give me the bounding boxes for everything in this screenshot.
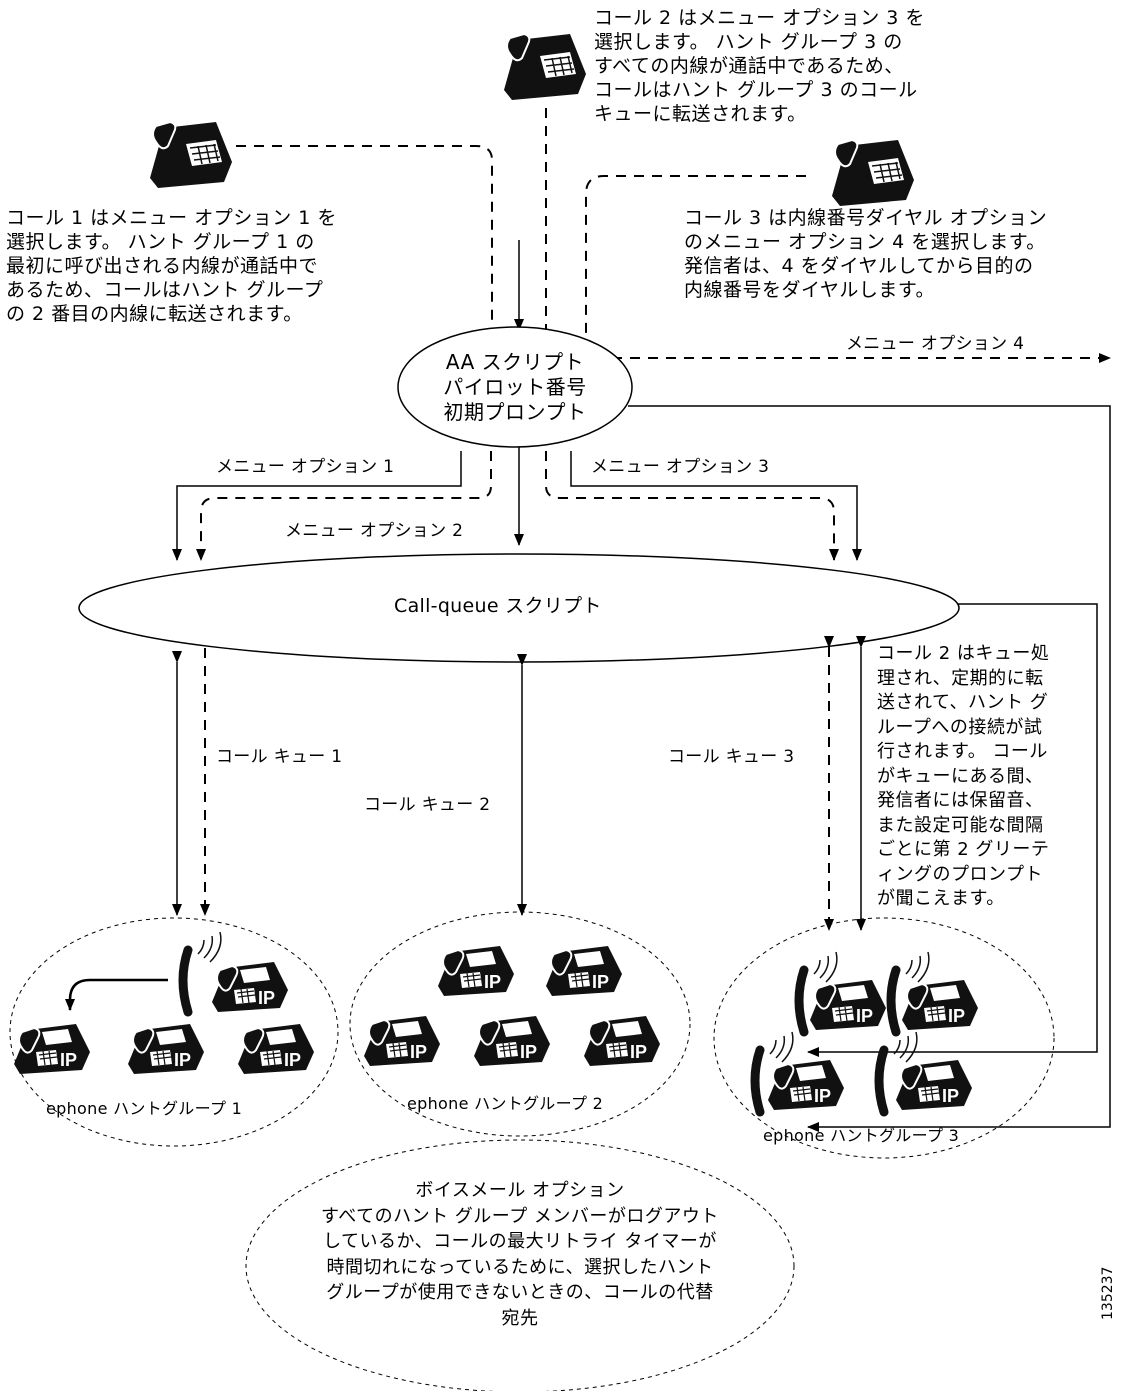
- figure-id: 135237: [1100, 1266, 1116, 1320]
- caller-3-phone-icon: [831, 139, 915, 207]
- queue-to-voicemail-arrow: [807, 603, 1098, 1057]
- ip-phone-icon: [583, 1015, 661, 1067]
- ip-phone-icon: [809, 979, 887, 1031]
- menu-option-3-label: メニュー オプション 3: [591, 457, 770, 477]
- call-1-path: [236, 145, 493, 338]
- hunt-group-1-ellipse: [9, 917, 339, 1147]
- ip-phone-icon: [211, 961, 289, 1013]
- voicemail-description: ボイスメール オプション すべてのハント グループ メンバーがログアウト してい…: [321, 1180, 719, 1329]
- ip-phone-icon: [363, 1015, 441, 1067]
- call-queue-1-label: コール キュー 1: [216, 747, 343, 767]
- ip-phone-icon: [437, 945, 515, 997]
- caller-1-phone-icon: [149, 121, 233, 189]
- call-2-to-queue-path: [545, 451, 839, 561]
- call-1-description: コール 1 はメニュー オプション 1 を 選択します。 ハント グループ 1 …: [6, 207, 337, 325]
- call-queue-2-label: コール キュー 2: [364, 795, 491, 815]
- menu-option-4-label: メニュー オプション 4: [846, 334, 1025, 354]
- hunt-group-2-ellipse: [349, 911, 691, 1137]
- menu-option-3-arrow: [570, 451, 862, 561]
- ip-phone-icon: [895, 1059, 973, 1111]
- call-3-path: [585, 175, 806, 345]
- aa-script-label: AA スクリプト パイロット番号 初期プロンプト: [443, 350, 587, 424]
- call-1-to-queue-path: [196, 451, 492, 561]
- aa-to-voicemail-arrow: [628, 405, 1111, 1132]
- queue-note: コール 2 はキュー処 理され、定期的に転 送されて、ハント グ ループへの接続…: [877, 643, 1050, 909]
- aa-script-ellipse: [397, 326, 633, 448]
- caller-2-phone-icon: [503, 33, 587, 101]
- ip-phone-icon: [901, 979, 979, 1031]
- ip-phone-icon: [127, 1023, 205, 1075]
- transfer-arrow: [65, 978, 168, 1011]
- call-queue-script-label: Call-queue スクリプト: [394, 595, 602, 617]
- menu-option-2-label: メニュー オプション 2: [285, 521, 464, 541]
- menu-option-1-label: メニュー オプション 1: [216, 457, 395, 477]
- voicemail-ellipse: [245, 1139, 795, 1391]
- call-3-description: コール 3 は内線番号ダイヤル オプション のメニュー オプション 4 を選択し…: [684, 207, 1048, 301]
- hunt-group-3-label: ephone ハントグループ 3: [763, 1126, 960, 1145]
- hunt-group-2-label: ephone ハントグループ 2: [407, 1094, 604, 1113]
- call-queue-3-label: コール キュー 3: [668, 747, 795, 767]
- ip-phone-icon: [767, 1059, 845, 1111]
- menu-option-1-arrow: [172, 451, 462, 561]
- ip-phone-icon: [473, 1015, 551, 1067]
- call-2-description: コール 2 はメニュー オプション 3 を 選択します。 ハント グループ 3 …: [594, 7, 925, 125]
- hunt-group-1-label: ephone ハントグループ 1: [46, 1099, 243, 1118]
- ip-phone-icon: [237, 1023, 315, 1075]
- ip-phone-icon: [545, 945, 623, 997]
- hunt-group-3-ellipse: [713, 917, 1055, 1159]
- ip-phone-icon: [13, 1023, 91, 1075]
